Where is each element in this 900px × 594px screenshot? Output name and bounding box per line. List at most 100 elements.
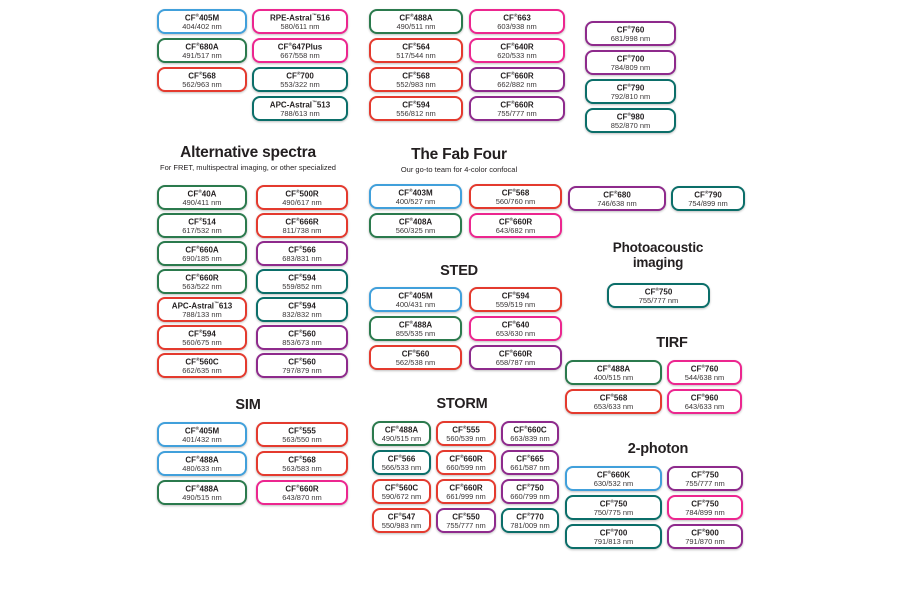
dye-pill: CF®960 643/633 nm (667, 389, 742, 414)
dye-pill: CF®640R 620/533 nm (469, 38, 565, 63)
dye-pill: CF®568 563/583 nm (256, 451, 348, 476)
dye-name: CF®500R (285, 189, 319, 199)
dye-pill: CF®665 661/587 nm (501, 450, 559, 475)
dye-name: CF®566 (387, 454, 416, 464)
dye-wavelengths: 746/638 nm (597, 199, 637, 209)
sim-title: SIM (235, 397, 261, 413)
dye-wavelengths: 544/638 nm (684, 373, 725, 383)
fab-four-column-2: CF®568 560/760 nm CF®660R 643/682 nm (469, 184, 562, 238)
dye-name: CF®488A (384, 425, 419, 435)
dye-wavelengths: 832/832 nm (282, 310, 322, 320)
dye-pill: CF®408A 560/325 nm (369, 213, 462, 238)
dye-wavelengths: 643/633 nm (684, 402, 725, 412)
dye-name: CF®488A (185, 455, 219, 465)
dye-pill: CF®560 853/673 nm (256, 325, 348, 350)
dye-wavelengths: 559/852 nm (282, 282, 322, 292)
dye-pill: CF®555 563/550 nm (256, 422, 348, 447)
dye-name: CF®750 (691, 470, 719, 480)
dye-name: CF®660C (513, 425, 547, 435)
dye-pill: CF®700 553/322 nm (252, 67, 348, 92)
tirf-column-1: CF®488A 400/515 nm CF®568 653/633 nm (565, 360, 662, 414)
dye-name: CF®760 (616, 25, 645, 35)
dye-pill: CF®405M 401/432 nm (157, 422, 247, 447)
dye-name: CF®405M (184, 426, 220, 436)
dye-wavelengths: 603/938 nm (497, 22, 537, 32)
dye-wavelengths: 490/515 nm (381, 434, 422, 444)
two-photon-column-1: CF®660K 630/532 nm CF®750 750/775 nm CF®… (565, 466, 662, 549)
dye-name: CF®640R (500, 42, 534, 52)
dye-pill: CF®568 560/760 nm (469, 184, 562, 209)
dye-pill: CF®488A 400/515 nm (565, 360, 662, 385)
dye-pill: CF®660R 661/999 nm (436, 479, 496, 504)
dye-pill: CF®564 517/544 nm (369, 38, 463, 63)
dye-name: CF®568 (188, 71, 216, 81)
dye-wavelengths: 590/672 nm (381, 492, 422, 502)
top-column-5: CF®760 681/998 nm CF®700 784/809 nm CF®7… (585, 21, 676, 133)
dye-wavelengths: 491/517 nm (182, 51, 222, 61)
dye-name: CF®594 (188, 329, 216, 339)
dye-name: CF®560C (185, 357, 219, 367)
dye-name: CF®560 (288, 357, 316, 367)
storm-column-2: CF®555 560/539 nm CF®660R 660/599 nm CF®… (436, 421, 496, 533)
dye-pill: CF®660R 658/787 nm (469, 345, 562, 370)
dye-wavelengths: 660/599 nm (446, 463, 486, 473)
dye-pill: CF®760 544/638 nm (667, 360, 742, 385)
dye-name: CF®660R (498, 217, 533, 227)
alternative-spectra-subtitle: For FRET, multispectral imaging, or othe… (160, 163, 336, 172)
dye-pill: CF®568 653/633 nm (565, 389, 662, 414)
nir-pill-left: CF®680 746/638 nm (568, 186, 666, 211)
dye-wavelengths: 404/402 nm (182, 22, 222, 32)
two-photon-column-2: CF®750 755/777 nm CF®750 784/899 nm CF®9… (667, 466, 743, 549)
dye-wavelengths: 562/538 nm (395, 358, 436, 368)
dye-name: CF®660K (596, 470, 631, 480)
dye-pill: CF®760 681/998 nm (585, 21, 676, 46)
dye-name: CF®403M (398, 188, 433, 198)
dye-name: APC-Astral™513 (269, 100, 331, 110)
dye-pill: APC-Astral™513 788/613 nm (252, 96, 348, 121)
alternative-column-1: CF®40A 490/411 nm CF®514 617/532 nm CF®6… (157, 185, 247, 378)
dye-pill: CF®566 683/831 nm (256, 241, 348, 266)
dye-pill: CF®660R 660/599 nm (436, 450, 496, 475)
dye-pill: CF®488A 480/633 nm (157, 451, 247, 476)
dye-wavelengths: 490/511 nm (396, 22, 436, 32)
dye-pill: CF®488A 855/535 nm (369, 316, 462, 341)
dye-name: CF®547 (387, 512, 416, 522)
storm-column-1: CF®488A 490/515 nm CF®566 566/533 nm CF®… (372, 421, 431, 533)
dye-name: RPE-Astral™516 (270, 13, 330, 23)
dye-name: CF®900 (691, 528, 719, 538)
dye-pill: CF®770 781/009 nm (501, 508, 559, 533)
dye-wavelengths: 788/613 nm (280, 109, 320, 119)
photoacoustic-title: Photoacoustic imaging (612, 240, 704, 270)
dye-pill: CF®488A 490/515 nm (157, 480, 247, 505)
dye-pill: CF®594 559/852 nm (256, 269, 348, 294)
dye-wavelengths: 560/539 nm (446, 434, 486, 444)
dye-name: CF®405M (398, 291, 433, 301)
fab-four-column-1: CF®403M 400/527 nm CF®408A 560/325 nm (369, 184, 462, 238)
dye-name: CF®750 (516, 483, 544, 493)
dye-name: CF®660R (449, 483, 483, 493)
dye-pill: CF®547 550/983 nm (372, 508, 431, 533)
dye-wavelengths: 559/519 nm (495, 300, 536, 310)
dye-wavelengths: 661/587 nm (510, 463, 550, 473)
dye-name: CF®666R (285, 217, 319, 227)
dye-name: CF®488A (185, 484, 219, 494)
tirf-column-2: CF®760 544/638 nm CF®960 643/633 nm (667, 360, 742, 414)
dye-pill: CF®660R 643/682 nm (469, 213, 562, 238)
dye-name: CF®663 (503, 13, 531, 23)
dye-pill: CF®790 792/810 nm (585, 79, 676, 104)
dye-pill: CF®555 560/539 nm (436, 421, 496, 446)
dye-pill: CF®660A 690/185 nm (157, 241, 247, 266)
dye-wavelengths: 563/550 nm (282, 435, 322, 445)
dye-wavelengths: 552/983 nm (396, 80, 436, 90)
dye-name: CF®660R (185, 273, 219, 283)
dye-pill: CF®560C 590/672 nm (372, 479, 431, 504)
dye-name: CF®566 (288, 245, 316, 255)
dye-pill: CF®700 791/813 nm (565, 524, 662, 549)
dye-name: CF®405M (184, 13, 220, 23)
sted-title: STED (440, 263, 478, 279)
dye-pill: CF®594 832/832 nm (256, 297, 348, 322)
fab-four-title: The Fab Four (411, 146, 507, 163)
dye-name: CF®640 (501, 320, 530, 330)
dye-wavelengths: 643/682 nm (495, 226, 536, 236)
